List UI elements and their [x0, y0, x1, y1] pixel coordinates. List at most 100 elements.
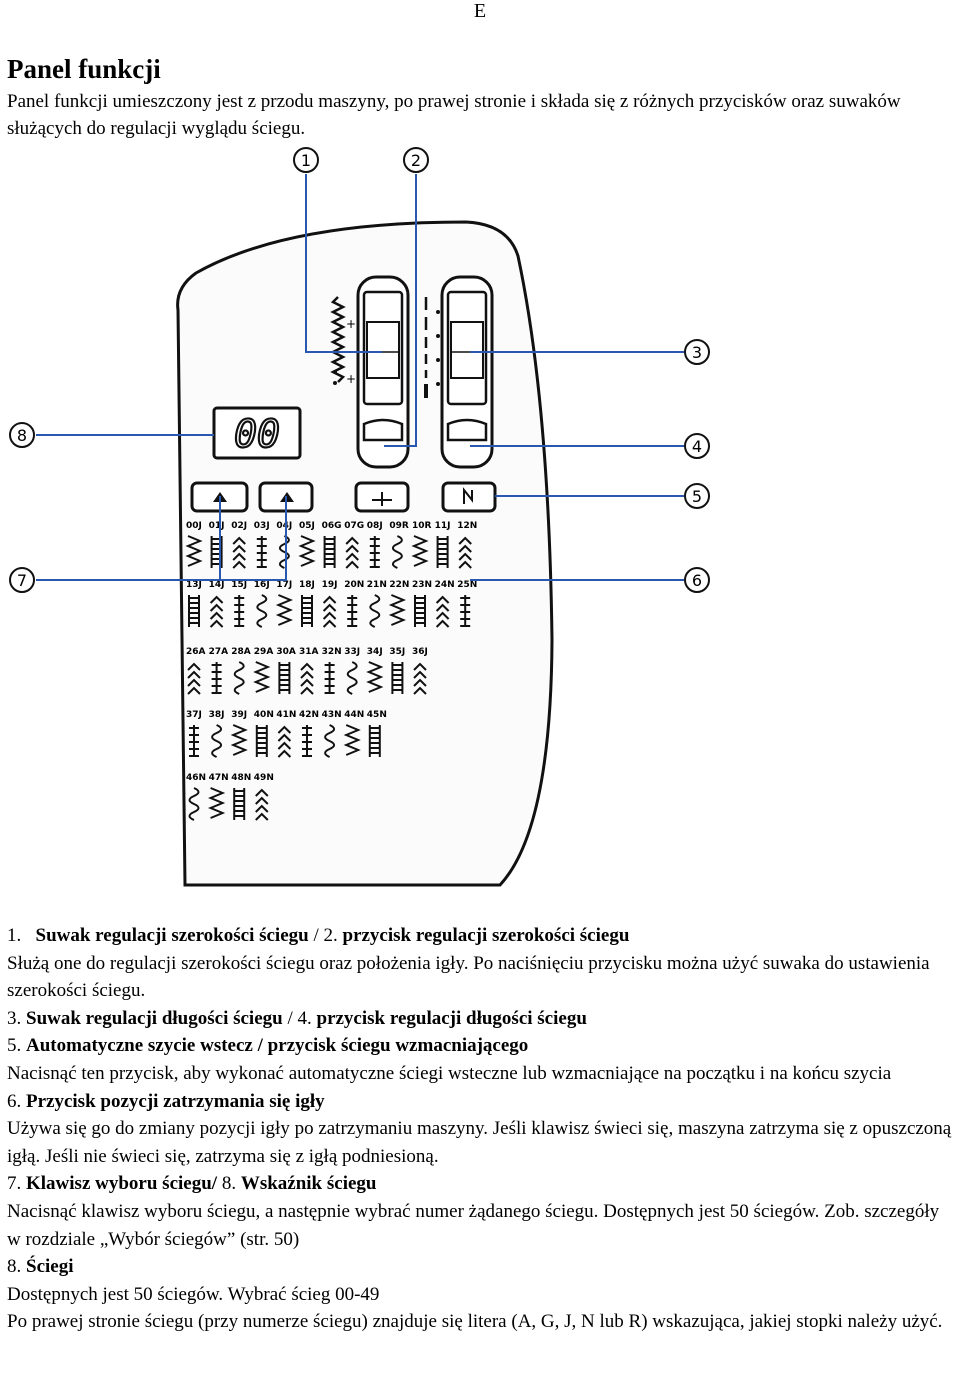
stitch-pattern-icon — [232, 536, 246, 569]
stitch-code-label: 33J — [344, 647, 360, 657]
stitch-pattern-icon — [391, 535, 403, 569]
stitch-pattern-icon — [302, 725, 312, 757]
stitch-code-label: 06G — [322, 521, 342, 531]
stitch-code-label: 35J — [389, 647, 405, 657]
item-6-desc: Używa się go do zmiany pozycji igły po z… — [7, 1118, 952, 1167]
stitch-code-label: 25N — [457, 580, 477, 590]
item-1-2-desc: Służą one do regulacji szerokości ściegu… — [7, 952, 930, 1002]
stitch-code-label: 36J — [412, 647, 428, 657]
stitch-code-label: 31A — [299, 647, 319, 657]
intro-paragraph: Panel funkcji umieszczony jest z przodu … — [7, 91, 901, 139]
callout-3: 3 — [684, 339, 710, 365]
length-slider — [424, 275, 494, 469]
item-5-heading: 5. Automatyczne szycie wstecz / przycisk… — [7, 1035, 529, 1057]
stitch-pattern-icon — [413, 662, 427, 695]
stitch-pattern-icon — [255, 788, 269, 821]
item-8-desc-2: Po prawej stronie ściegu (przy numerze ś… — [7, 1311, 943, 1333]
stitch-code-label: 20N — [344, 580, 364, 590]
callout-1: 1 — [293, 147, 319, 173]
leader-lines — [36, 174, 684, 581]
stitch-pattern-icon — [211, 724, 223, 758]
stitch-code-label: 46N — [186, 773, 206, 783]
stitch-code-label: 49N — [254, 773, 274, 783]
callout-5: 5 — [684, 483, 710, 509]
stitch-code-label: 39J — [231, 710, 247, 720]
stitch-code-label: 14J — [209, 580, 225, 590]
stitch-code-label: 07G — [344, 521, 364, 531]
stitch-pattern-icon — [188, 787, 200, 821]
stitch-code-label: 23N — [412, 580, 432, 590]
reverse-stitch-button[interactable] — [354, 481, 410, 513]
svg-text:+: + — [346, 372, 356, 386]
stitch-pattern-icon — [209, 595, 224, 628]
callout-6: 6 — [684, 567, 710, 593]
stitch-code-label: 21N — [367, 580, 387, 590]
stitch-pattern-icon — [298, 535, 316, 567]
stitch-code-label: 43N — [322, 710, 342, 720]
callout-7: 7 — [9, 567, 35, 593]
display-digits: 00 — [234, 412, 280, 456]
needle-position-icon — [463, 487, 473, 504]
stitch-code-label: 03J — [254, 521, 270, 531]
stitch-pattern-icon — [277, 725, 292, 758]
stitch-pattern-icon — [256, 594, 268, 628]
stitch-code-label: 19J — [322, 580, 338, 590]
page-marker: E — [473, 0, 487, 22]
stitch-pattern-icon — [230, 724, 248, 756]
stitch-code-label: 12N — [457, 521, 477, 531]
stitch-pattern-icon — [346, 661, 358, 695]
callout-4: 4 — [684, 433, 710, 459]
stitch-code-label: 13J — [186, 580, 202, 590]
stitch-pattern-icon — [253, 661, 271, 693]
stitch-code-label: 32N — [322, 647, 342, 657]
stitch-code-label: 00J — [186, 521, 202, 531]
stitch-pattern-icon — [322, 595, 337, 628]
svg-text:8: 8 — [17, 426, 27, 445]
stitch-code-label: 02J — [231, 521, 247, 531]
stitch-code-label: 34J — [367, 647, 383, 657]
svg-text:5: 5 — [692, 487, 702, 506]
stitch-code-label: 05J — [299, 521, 315, 531]
stitch-code-label: 09R — [389, 521, 409, 531]
stitch-code-label: 48N — [231, 773, 251, 783]
stitch-pattern-icon — [187, 662, 201, 695]
stitch-code-label: 41N — [276, 710, 296, 720]
stitch-code-label: 11J — [435, 521, 451, 531]
stitch-code-label: 27A — [209, 647, 229, 657]
stitch-code-label: 16J — [254, 580, 270, 590]
stitch-pattern-icon — [233, 661, 245, 695]
stitch-code-label: 26A — [186, 647, 206, 657]
stitch-code-label: 28A — [231, 647, 251, 657]
width-slider: + + — [330, 275, 410, 469]
stitch-code-label: 10R — [412, 521, 432, 531]
stitch-pattern-icon — [275, 594, 293, 626]
stitch-pattern-icon — [436, 536, 449, 568]
stitch-pattern-icon — [210, 536, 223, 568]
stitch-pattern-icon — [366, 661, 384, 693]
stitch-code-label: 44N — [344, 710, 364, 720]
stitch-pattern-icon — [369, 594, 381, 628]
stitch-code-label: 08J — [367, 521, 383, 531]
needle-position-button[interactable] — [441, 481, 497, 513]
stitch-pattern-icon — [347, 595, 358, 627]
stitch-pattern-icon — [414, 595, 426, 627]
svg-text:+: + — [346, 317, 356, 331]
svg-text:1: 1 — [301, 151, 311, 170]
item-8-heading: 8. Ściegi — [7, 1256, 74, 1278]
stitch-code-label: 24N — [435, 580, 455, 590]
stitch-pattern-icon — [345, 536, 359, 569]
stitch-pattern-icon — [234, 595, 245, 627]
stitch-pattern-icon — [233, 788, 246, 820]
stitch-code-label: 45N — [367, 710, 387, 720]
stitch-code-label: 01J — [209, 521, 225, 531]
stitch-pattern-icon — [324, 724, 336, 758]
stitch-code-label: 37J — [186, 710, 202, 720]
stitch-pattern-icon — [300, 662, 314, 695]
item-6-heading: 6. Przycisk pozycji zatrzymania się igły — [7, 1090, 325, 1112]
stitch-code-label: 47N — [209, 773, 229, 783]
reverse-stitch-icon — [372, 492, 392, 506]
stitch-code-label: 15J — [231, 580, 247, 590]
stitch-pattern-icon — [188, 595, 200, 627]
callout-2: 2 — [403, 147, 429, 173]
